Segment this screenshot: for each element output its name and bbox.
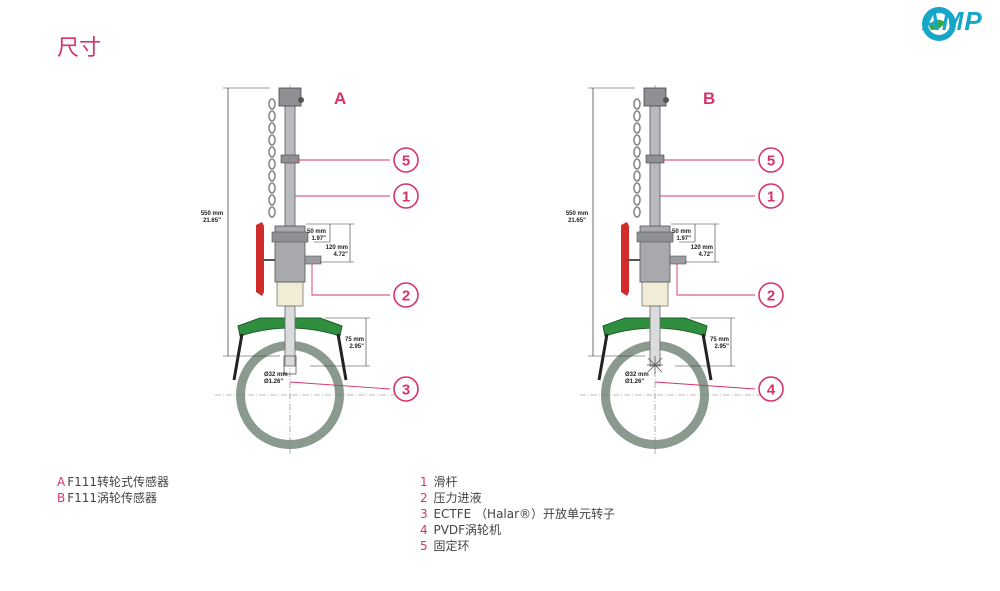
callout-5: 5: [402, 153, 410, 170]
callout-3: 3: [402, 382, 410, 399]
legend-item: 5 固定环: [420, 539, 470, 553]
dim-diameter-mm: Ø32 mm: [264, 372, 288, 378]
overall-dim-in: 21.65": [568, 218, 586, 224]
dim-120in: 4.72": [698, 252, 713, 258]
page-title: 尺寸: [57, 36, 102, 61]
legend-item: 3 ECTFE （Halar®）开放单元转子: [420, 507, 616, 521]
turbine-icon: [647, 356, 663, 374]
dim-75in: 2.95": [714, 344, 729, 350]
dim-120in: 4.72": [333, 252, 348, 258]
callout-4: 4: [767, 382, 776, 399]
legend-item: 2 压力进液: [420, 491, 482, 505]
diagram-letter: B: [703, 89, 715, 108]
callout-2: 2: [767, 288, 775, 305]
dim-diameter-mm: Ø32 mm: [625, 372, 649, 378]
callout-2: 2: [402, 288, 410, 305]
dim-50in: 1.97": [311, 236, 326, 242]
diagram-b: B 550 mm 21.65" 50 mm 1.97" 120 mm 4.72"…: [566, 83, 785, 457]
legend-item: 4 PVDF涡轮机: [420, 523, 502, 537]
legend-item: 1 滑杆: [420, 475, 458, 489]
diagram-a: A 550 mm 21.65" 50 mm 1.97" 120 mm 4.72"…: [201, 83, 420, 457]
overall-dim-mm: 550 mm: [566, 211, 588, 217]
callout-1: 1: [767, 189, 775, 206]
dim-diameter-in: Ø1.26": [625, 379, 644, 385]
overall-dim-in: 21.65": [203, 218, 221, 224]
callout-1: 1: [402, 189, 410, 206]
dim-120mm: 120 mm: [326, 245, 348, 251]
legend-parts: 1 滑杆 2 压力进液 3 ECTFE （Halar®）开放单元转子 4 PVD…: [420, 474, 615, 554]
dim-50mm: 50 mm: [307, 229, 326, 235]
dim-50mm: 50 mm: [672, 229, 691, 235]
brand-logo-text: AMP: [922, 6, 983, 36]
dim-50in: 1.97": [676, 236, 691, 242]
dim-75mm: 75 mm: [345, 337, 364, 343]
dim-120mm: 120 mm: [691, 245, 713, 251]
diagram-letter: A: [334, 89, 346, 108]
dim-75in: 2.95": [349, 344, 364, 350]
dim-75mm: 75 mm: [710, 337, 729, 343]
callout-5: 5: [767, 153, 775, 170]
amp-logo-icon: [922, 7, 956, 41]
paddle-rotor-icon: [283, 355, 297, 375]
dim-diameter-in: Ø1.26": [264, 379, 283, 385]
overall-dim-mm: 550 mm: [201, 211, 223, 217]
